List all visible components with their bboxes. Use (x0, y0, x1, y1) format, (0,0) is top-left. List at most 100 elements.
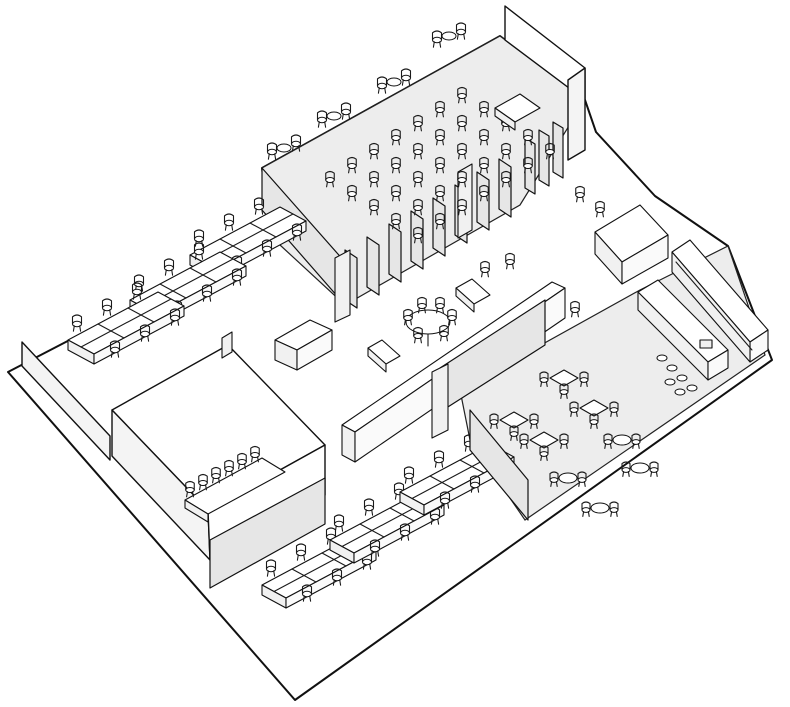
chair (340, 102, 352, 120)
cafe-table (549, 369, 579, 387)
chair (369, 142, 379, 160)
lounge-chairs (403, 185, 605, 344)
central-partition-wall (341, 281, 566, 463)
chair (457, 170, 467, 188)
chair (363, 498, 375, 516)
chair (545, 142, 555, 160)
bistro-table (441, 31, 457, 41)
round-cafe-table (612, 434, 632, 446)
chair (439, 324, 449, 342)
chair (505, 252, 515, 270)
cafe-table (499, 411, 529, 429)
bar-stool (686, 384, 698, 392)
bar-stool (656, 354, 668, 362)
chair (413, 198, 423, 216)
chair (253, 197, 265, 215)
chair (631, 433, 641, 449)
chair (439, 491, 451, 509)
chair (509, 425, 519, 441)
chair (413, 142, 423, 160)
chair (201, 284, 213, 302)
chair (223, 213, 235, 231)
chair (211, 466, 221, 484)
chair (431, 30, 443, 48)
chair (435, 212, 445, 230)
bar-stool (666, 364, 678, 372)
chair (413, 326, 423, 344)
chair (391, 128, 401, 146)
chair (413, 114, 423, 132)
chair (595, 200, 605, 218)
chair (417, 296, 427, 314)
chair (609, 401, 619, 417)
chair (369, 539, 381, 557)
chair (391, 156, 401, 174)
partition-fin (432, 197, 446, 257)
chair (469, 475, 481, 493)
chair (185, 480, 195, 498)
chair (261, 239, 273, 257)
chair (198, 473, 208, 491)
chair (163, 258, 175, 276)
partition-fin (388, 223, 402, 283)
chair (369, 170, 379, 188)
bistro-table (326, 111, 342, 121)
chair (266, 142, 278, 160)
chair (193, 242, 205, 260)
chair (577, 471, 587, 487)
kitchen-counter (637, 279, 729, 381)
chair (489, 413, 499, 429)
chair (457, 114, 467, 132)
perimeter-walls (21, 5, 586, 461)
chair (400, 68, 412, 86)
chair (501, 170, 511, 188)
training-room-chairs (325, 86, 555, 244)
kitchen-shelving (671, 239, 769, 363)
chair (347, 156, 357, 174)
chair (457, 142, 467, 160)
chair (193, 229, 205, 247)
desk-cluster (67, 282, 185, 365)
meeting-room-table (184, 445, 286, 523)
lounge-sofa (367, 339, 401, 373)
bar-stool (674, 388, 686, 396)
cafe-partition (469, 409, 529, 521)
chair (579, 371, 589, 387)
chair (237, 452, 247, 470)
chair (169, 308, 181, 326)
cafe-table-set (519, 431, 569, 461)
terrace-chairs (266, 22, 467, 160)
chair (479, 184, 489, 202)
chair (376, 76, 388, 94)
chair (457, 198, 467, 216)
training-table-side (494, 107, 516, 131)
chair (131, 282, 143, 300)
chair (479, 156, 489, 174)
chair (403, 466, 415, 484)
round-cafe-table (630, 462, 650, 474)
chair (539, 371, 549, 387)
storage-cabinet (274, 319, 333, 371)
chair (649, 461, 659, 477)
chair (369, 198, 379, 216)
chair (501, 142, 511, 160)
chair (523, 128, 533, 146)
bar-stool (676, 374, 688, 382)
cafe-table (529, 431, 559, 449)
chair (609, 501, 619, 517)
chair (479, 128, 489, 146)
chair (621, 461, 631, 477)
bistro-table (386, 77, 402, 87)
round-cafe-table (558, 472, 578, 484)
chair (589, 413, 599, 429)
chair (139, 324, 151, 342)
chair (523, 156, 533, 174)
chair (101, 298, 113, 316)
chair (291, 223, 303, 241)
chair (71, 314, 83, 332)
cafe-table (579, 399, 609, 417)
chair (479, 100, 489, 118)
chair (570, 300, 580, 318)
chair (549, 471, 559, 487)
